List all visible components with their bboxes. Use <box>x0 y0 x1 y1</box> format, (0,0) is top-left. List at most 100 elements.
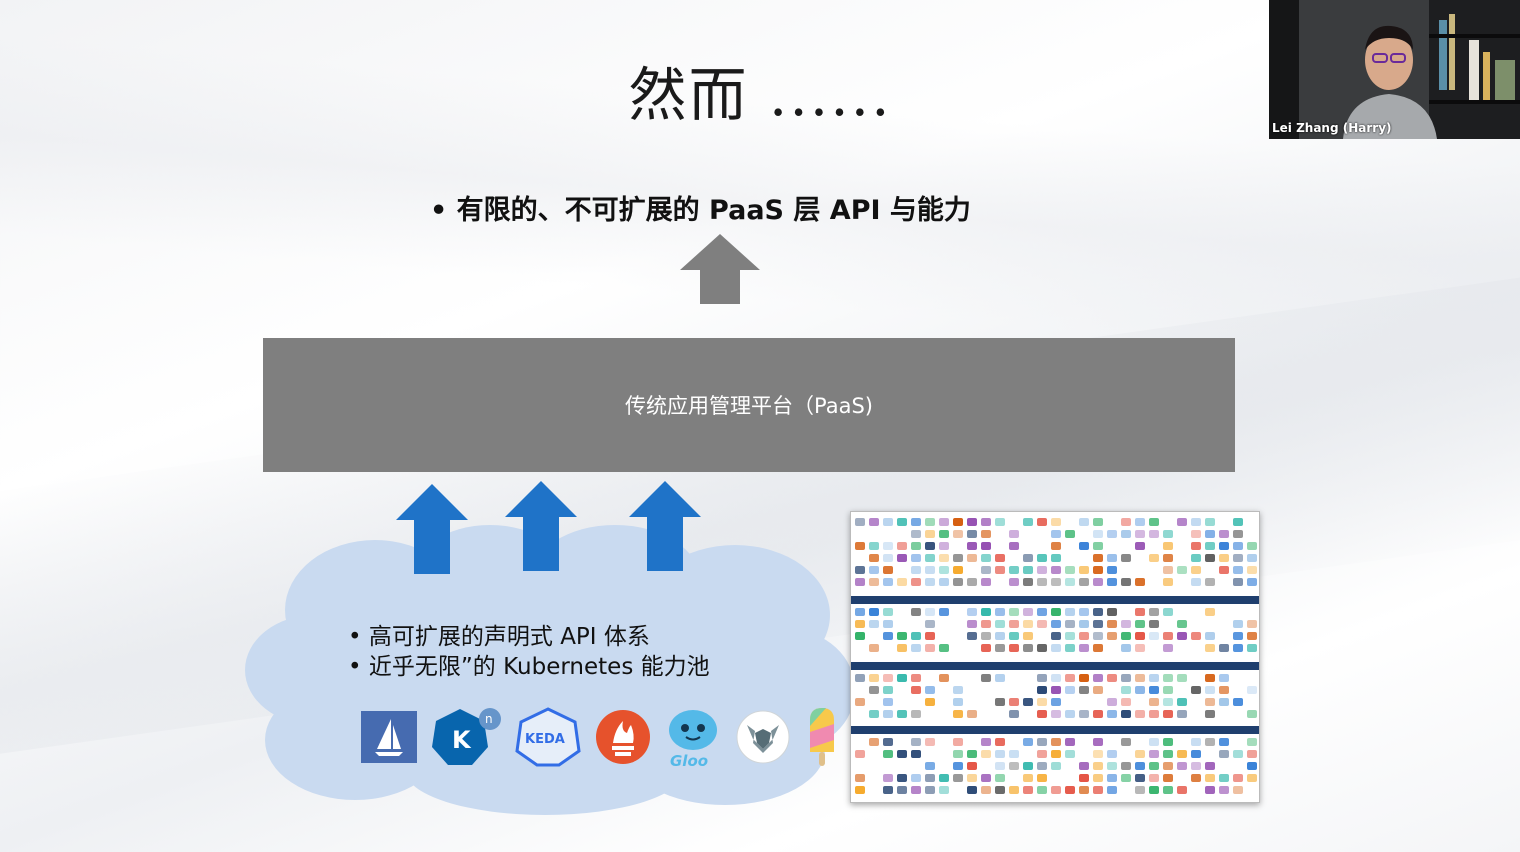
landscape-project-logo <box>1247 710 1257 718</box>
landscape-project-logo <box>1135 620 1145 628</box>
landscape-project-logo <box>1163 644 1173 652</box>
landscape-project-logo <box>911 674 921 682</box>
landscape-project-logo <box>953 774 963 782</box>
landscape-project-logo <box>1135 632 1145 640</box>
landscape-project-logo <box>1065 644 1075 652</box>
landscape-project-logo <box>1205 530 1215 538</box>
landscape-project-logo <box>981 566 991 574</box>
svg-text:n: n <box>485 712 493 726</box>
landscape-project-logo <box>1149 554 1159 562</box>
landscape-project-logo <box>1163 698 1173 706</box>
landscape-project-logo <box>897 710 907 718</box>
landscape-project-logo <box>1191 554 1201 562</box>
landscape-project-logo <box>995 518 1005 526</box>
landscape-project-logo <box>1205 518 1215 526</box>
landscape-project-logo <box>995 750 1005 758</box>
landscape-project-logo <box>1065 620 1075 628</box>
landscape-project-logo <box>925 530 935 538</box>
landscape-project-logo <box>1107 608 1117 616</box>
landscape-project-logo <box>1233 578 1243 586</box>
landscape-project-logo <box>1219 674 1229 682</box>
knative-logo-icon: K n <box>430 708 502 766</box>
landscape-project-logo <box>1149 774 1159 782</box>
landscape-project-logo <box>1135 762 1145 770</box>
landscape-project-logo <box>855 632 865 640</box>
landscape-project-logo <box>897 750 907 758</box>
landscape-project-logo <box>911 738 921 746</box>
landscape-project-logo <box>1107 762 1117 770</box>
landscape-project-logo <box>1023 762 1033 770</box>
landscape-project-logo <box>1163 674 1173 682</box>
landscape-project-logo <box>1051 530 1061 538</box>
landscape-project-logo <box>995 566 1005 574</box>
landscape-project-logo <box>1121 554 1131 562</box>
landscape-project-logo <box>869 578 879 586</box>
landscape-project-logo <box>995 632 1005 640</box>
landscape-project-logo <box>1037 644 1047 652</box>
blue-up-arrow-icon <box>396 484 468 574</box>
landscape-project-logo <box>1149 750 1159 758</box>
landscape-project-logo <box>939 578 949 586</box>
landscape-project-logo <box>1107 566 1117 574</box>
landscape-project-logo <box>1037 608 1047 616</box>
landscape-project-logo <box>1219 750 1229 758</box>
landscape-project-logo <box>1023 608 1033 616</box>
landscape-project-logo <box>953 698 963 706</box>
landscape-project-logo <box>1009 710 1019 718</box>
landscape-project-logo <box>1135 518 1145 526</box>
webcam-video-tile[interactable]: Lei Zhang (Harry) <box>1269 0 1520 139</box>
landscape-project-logo <box>967 542 977 550</box>
landscape-project-logo <box>883 674 893 682</box>
landscape-project-logo <box>883 578 893 586</box>
landscape-project-logo <box>911 686 921 694</box>
landscape-project-logo <box>1093 750 1103 758</box>
landscape-project-logo <box>883 786 893 794</box>
landscape-project-logo <box>1009 608 1019 616</box>
landscape-project-logo <box>925 608 935 616</box>
landscape-project-logo <box>1205 578 1215 586</box>
landscape-project-logo <box>1191 632 1201 640</box>
landscape-project-logo <box>1079 542 1089 550</box>
landscape-project-logo <box>1149 530 1159 538</box>
landscape-project-logo <box>1051 518 1061 526</box>
landscape-project-logo <box>939 518 949 526</box>
landscape-project-logo <box>995 674 1005 682</box>
landscape-project-logo <box>1177 786 1187 794</box>
landscape-project-logo <box>1107 578 1117 586</box>
landscape-project-logo <box>1219 554 1229 562</box>
landscape-project-logo <box>869 644 879 652</box>
landscape-project-logo <box>1177 620 1187 628</box>
landscape-project-logo <box>1135 578 1145 586</box>
landscape-project-logo <box>1163 542 1173 550</box>
landscape-project-logo <box>1135 674 1145 682</box>
landscape-project-logo <box>1233 620 1243 628</box>
landscape-project-logo <box>967 786 977 794</box>
landscape-project-logo <box>925 566 935 574</box>
landscape-project-logo <box>883 750 893 758</box>
landscape-project-logo <box>1023 632 1033 640</box>
landscape-project-logo <box>1177 674 1187 682</box>
landscape-project-logo <box>1135 608 1145 616</box>
landscape-project-logo <box>981 608 991 616</box>
landscape-project-logo <box>1023 774 1033 782</box>
landscape-project-logo <box>897 674 907 682</box>
landscape-project-logo <box>1051 762 1061 770</box>
landscape-project-logo <box>1079 774 1089 782</box>
landscape-project-logo <box>883 686 893 694</box>
landscape-project-logo <box>1205 674 1215 682</box>
landscape-project-logo <box>925 774 935 782</box>
landscape-project-logo <box>1051 674 1061 682</box>
landscape-project-logo <box>897 518 907 526</box>
landscape-project-logo <box>1233 530 1243 538</box>
landscape-project-logo <box>1219 698 1229 706</box>
landscape-project-logo <box>1037 738 1047 746</box>
landscape-project-logo <box>855 542 865 550</box>
landscape-project-logo <box>1023 644 1033 652</box>
landscape-project-logo <box>1233 554 1243 562</box>
landscape-project-logo <box>1093 530 1103 538</box>
landscape-project-logo <box>897 774 907 782</box>
landscape-project-logo <box>967 620 977 628</box>
landscape-project-logo <box>883 608 893 616</box>
landscape-project-logo <box>1247 738 1257 746</box>
landscape-project-logo <box>1163 750 1173 758</box>
